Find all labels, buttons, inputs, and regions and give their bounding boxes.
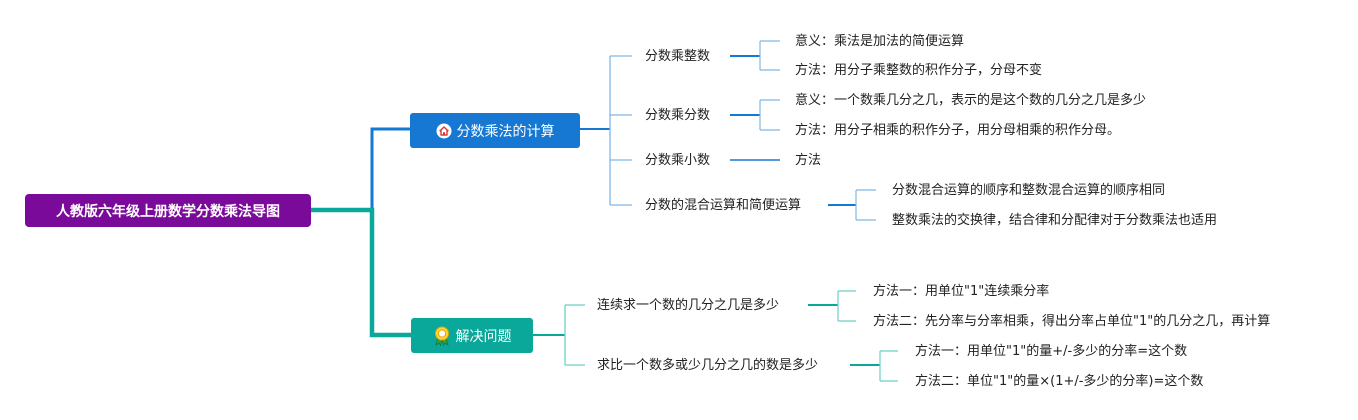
subtopic-consecutive-fraction-of-number[interactable]: 连续求一个数的几分之几是多少 bbox=[597, 298, 780, 313]
leaf-node[interactable]: 分数混合运算的顺序和整数混合运算的顺序相同 bbox=[892, 183, 1166, 198]
leaf-node[interactable]: 方法：用分子相乘的积作分子，用分母相乘的积作分母。 bbox=[795, 123, 1121, 138]
subtopic-fraction-times-fraction[interactable]: 分数乘分数 bbox=[645, 108, 711, 123]
root-to-branch-1-line bbox=[311, 127, 410, 212]
leaf-node[interactable]: 方法：用分子乘整数的积作分子，分母不变 bbox=[795, 63, 1043, 78]
branch-label: 分数乘法的计算 bbox=[456, 123, 555, 140]
root-to-branch-2-line bbox=[311, 207, 411, 338]
root-topic-label: 人教版六年级上册数学分数乘法导图 bbox=[56, 203, 280, 220]
leaf-node[interactable]: 意义：一个数乘几分之几，表示的是这个数的几分之几是多少 bbox=[795, 93, 1147, 108]
root-topic[interactable]: 人教版六年级上册数学分数乘法导图 bbox=[25, 194, 311, 227]
award-icon bbox=[433, 326, 451, 346]
branch-fraction-multiplication-calculation[interactable]: 分数乘法的计算 bbox=[410, 113, 580, 148]
leaf-node[interactable]: 意义：乘法是加法的简便运算 bbox=[795, 34, 965, 49]
branch-problem-solving[interactable]: 解决问题 bbox=[411, 318, 533, 353]
leaf-node[interactable]: 方法二：单位"1"的量×(1+/-多少的分率)=这个数 bbox=[915, 374, 1204, 389]
leaf-node[interactable]: 方法二：先分率与分率相乘，得出分率占单位"1"的几分之几，再计算 bbox=[873, 314, 1271, 329]
subtopic-mixed-and-simplified-operations[interactable]: 分数的混合运算和简便运算 bbox=[645, 198, 802, 213]
subtopic-more-or-less-than-a-number[interactable]: 求比一个数多或少几分之几的数是多少 bbox=[597, 358, 819, 373]
branch-label: 解决问题 bbox=[455, 328, 512, 345]
subtopic-fraction-times-integer[interactable]: 分数乘整数 bbox=[645, 49, 711, 64]
subtopic-fraction-times-decimal[interactable]: 分数乘小数 bbox=[645, 153, 711, 168]
home-icon bbox=[436, 123, 452, 139]
leaf-node[interactable]: 整数乘法的交换律，结合律和分配律对于分数乘法也适用 bbox=[892, 213, 1218, 228]
leaf-node[interactable]: 方法一：用单位"1"连续乘分率 bbox=[873, 284, 1050, 299]
leaf-node[interactable]: 方法一：用单位"1"的量+/-多少的分率=这个数 bbox=[915, 344, 1188, 359]
leaf-node[interactable]: 方法 bbox=[795, 153, 822, 168]
